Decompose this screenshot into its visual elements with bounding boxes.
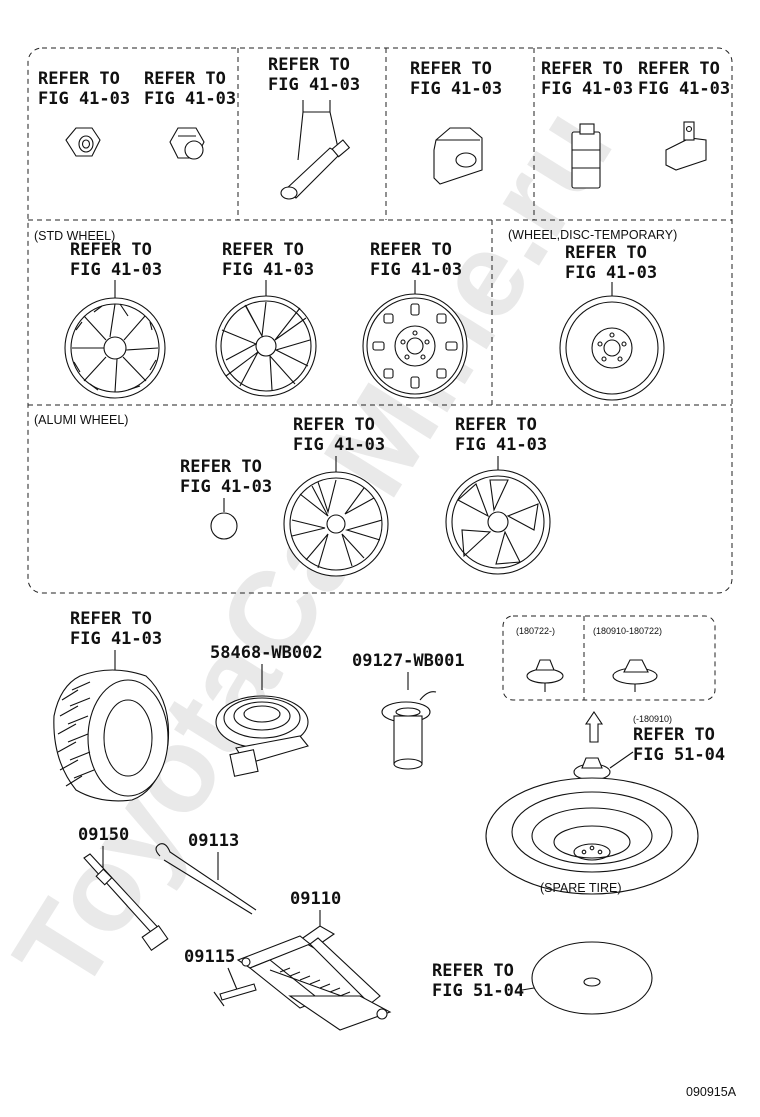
- svg-text:FIG 41-03: FIG 41-03: [70, 260, 162, 280]
- refer-label-nut-1[interactable]: REFER TO FIG 41-03: [38, 69, 130, 109]
- hub-nut-cap-icon: [169, 127, 205, 160]
- cylinder-icon: [381, 672, 437, 770]
- spare-holder-a-icon: [526, 659, 564, 692]
- refer-label-std-wheel-3[interactable]: REFER TO FIG 41-03: [370, 240, 462, 280]
- svg-text:REFER TO: REFER TO: [541, 59, 623, 79]
- alumi-wheel-1-icon: [283, 456, 389, 577]
- spare-tire-label: (SPARE TIRE): [540, 881, 622, 895]
- part-number-cylinder[interactable]: 09127-WB001: [352, 651, 465, 671]
- date-range-b: (180910-180722): [593, 626, 662, 636]
- svg-text:REFER TO: REFER TO: [638, 59, 720, 79]
- scissor-jack-icon: [236, 910, 392, 1031]
- part-number-jack[interactable]: 09110: [290, 889, 341, 909]
- refer-label-weight[interactable]: REFER TO FIG 41-03: [410, 59, 502, 99]
- refer-label-spare-holder[interactable]: REFER TO FIG 51-04: [633, 725, 725, 765]
- tie-down-strap-icon: [215, 664, 309, 777]
- svg-text:REFER TO: REFER TO: [268, 55, 350, 75]
- svg-text:FIG 41-03: FIG 41-03: [70, 629, 162, 649]
- date-range-box: [502, 615, 716, 701]
- svg-text:REFER TO: REFER TO: [222, 240, 304, 260]
- part-number-jack-handle[interactable]: 09113: [188, 831, 239, 851]
- valve-stem-icon: [280, 100, 351, 200]
- alumi-wheel-label: (ALUMI WHEEL): [34, 413, 128, 427]
- part-number-tie-down-strap[interactable]: 58468-WB002: [210, 643, 323, 663]
- refer-label-center-cap[interactable]: REFER TO FIG 41-03: [180, 457, 272, 497]
- balance-weight-clip-icon: [665, 121, 707, 171]
- svg-text:REFER TO: REFER TO: [410, 59, 492, 79]
- balance-weight-strip-icon: [571, 123, 601, 189]
- refer-label-alumi-wheel-1[interactable]: REFER TO FIG 41-03: [293, 415, 385, 455]
- svg-text:REFER TO: REFER TO: [70, 240, 152, 260]
- spare-tire-icon: [485, 777, 699, 895]
- svg-text:REFER TO: REFER TO: [38, 69, 120, 89]
- svg-text:FIG 41-03: FIG 41-03: [638, 79, 730, 99]
- hub-nut-icon: [65, 127, 101, 157]
- svg-text:REFER TO: REFER TO: [432, 961, 514, 981]
- svg-text:FIG 41-03: FIG 41-03: [268, 75, 360, 95]
- alumi-wheel-2-icon: [445, 456, 551, 575]
- temporary-wheel-icon: [559, 282, 665, 401]
- wheel-cap-2-icon: [215, 280, 317, 397]
- spare-tire-cover-icon: [521, 941, 653, 1015]
- refer-label-nut-2[interactable]: REFER TO FIG 41-03: [144, 69, 236, 109]
- svg-text:FIG 41-03: FIG 41-03: [180, 477, 272, 497]
- wheel-cap-1-icon: [64, 280, 166, 399]
- svg-text:REFER TO: REFER TO: [144, 69, 226, 89]
- tire-icon: [53, 650, 170, 802]
- svg-text:REFER TO: REFER TO: [293, 415, 375, 435]
- svg-text:FIG 41-03: FIG 41-03: [38, 89, 130, 109]
- svg-text:FIG 41-03: FIG 41-03: [455, 435, 547, 455]
- svg-text:FIG 41-03: FIG 41-03: [293, 435, 385, 455]
- balance-weight-icon: [433, 127, 483, 185]
- date-range-c: (-180910): [633, 714, 672, 724]
- refer-label-std-wheel-2[interactable]: REFER TO FIG 41-03: [222, 240, 314, 280]
- center-cap-icon: [210, 498, 238, 540]
- svg-text:FIG 51-04: FIG 51-04: [633, 745, 725, 765]
- refer-label-temporary-wheel[interactable]: REFER TO FIG 41-03: [565, 243, 657, 283]
- part-number-handle-wrench[interactable]: 09150: [78, 825, 129, 845]
- refer-label-spare-cover[interactable]: REFER TO FIG 51-04: [432, 961, 524, 1001]
- date-range-a: (180722-): [516, 626, 555, 636]
- refer-label-weight-3[interactable]: REFER TO FIG 41-03: [638, 59, 730, 99]
- refer-label-weight-2[interactable]: REFER TO FIG 41-03: [541, 59, 633, 99]
- refer-label-tire[interactable]: REFER TO FIG 41-03: [70, 609, 162, 649]
- svg-text:REFER TO: REFER TO: [565, 243, 647, 263]
- part-number-jack-handle-ext[interactable]: 09115: [184, 947, 235, 967]
- steel-wheel-icon: [362, 280, 468, 399]
- svg-text:REFER TO: REFER TO: [370, 240, 452, 260]
- svg-text:FIG 41-03: FIG 41-03: [541, 79, 633, 99]
- svg-text:REFER TO: REFER TO: [455, 415, 537, 435]
- svg-text:FIG 41-03: FIG 41-03: [144, 89, 236, 109]
- temporary-wheel-label: (WHEEL,DISC-TEMPORARY): [508, 228, 677, 242]
- svg-text:FIG 41-03: FIG 41-03: [410, 79, 502, 99]
- wheel-wrench-icon: [83, 846, 169, 952]
- std-wheel-label: (STD WHEEL): [34, 229, 115, 243]
- refer-label-std-wheel-1[interactable]: REFER TO FIG 41-03: [70, 240, 162, 280]
- jack-handle-icon: [155, 843, 257, 915]
- diagram-code: 090915A: [686, 1085, 737, 1099]
- wheel-panel-frame: [27, 47, 733, 594]
- svg-text:FIG 51-04: FIG 51-04: [432, 981, 524, 1001]
- svg-text:FIG 41-03: FIG 41-03: [370, 260, 462, 280]
- svg-text:REFER TO: REFER TO: [70, 609, 152, 629]
- jack-handle-ext-icon: [213, 967, 257, 1007]
- spare-holder-b-icon: [612, 659, 658, 692]
- arrow-up-icon: [584, 711, 604, 743]
- svg-text:REFER TO: REFER TO: [633, 725, 715, 745]
- svg-text:FIG 41-03: FIG 41-03: [222, 260, 314, 280]
- svg-text:FIG 41-03: FIG 41-03: [565, 263, 657, 283]
- svg-text:REFER TO: REFER TO: [180, 457, 262, 477]
- refer-label-valve[interactable]: REFER TO FIG 41-03: [268, 55, 360, 95]
- refer-label-alumi-wheel-2[interactable]: REFER TO FIG 41-03: [455, 415, 547, 455]
